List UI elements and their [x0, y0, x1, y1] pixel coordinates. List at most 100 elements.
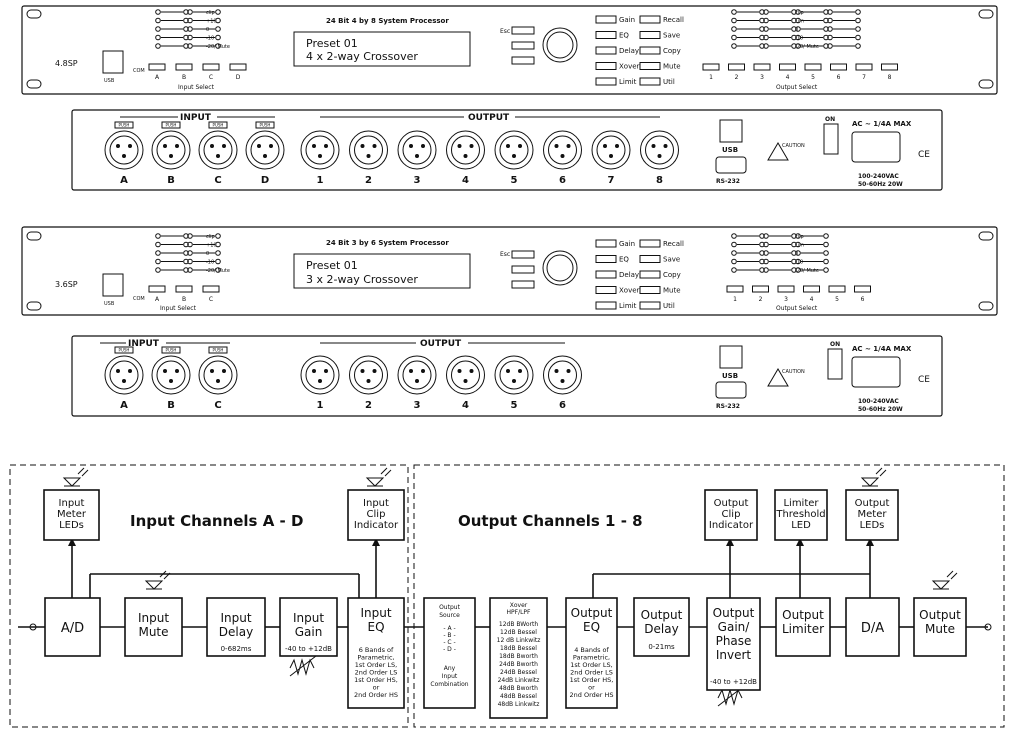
- esc-button[interactable]: [511, 250, 535, 259]
- connector-label: 3: [414, 175, 421, 186]
- xlr-connector[interactable]: [300, 355, 340, 395]
- data-wheel[interactable]: [542, 27, 578, 63]
- channel-select-button[interactable]: [202, 63, 220, 71]
- xlr-connector[interactable]: [151, 130, 191, 170]
- menu-button-xover[interactable]: [595, 62, 617, 70]
- menu-button-gain[interactable]: [595, 239, 617, 248]
- nav-button-2[interactable]: [511, 265, 535, 274]
- usb-b-port[interactable]: [719, 345, 743, 369]
- channel-select-button[interactable]: [830, 63, 847, 71]
- channel-select-button[interactable]: [175, 63, 193, 71]
- xlr-connector[interactable]: [640, 130, 679, 170]
- channel-select-button[interactable]: [753, 63, 771, 71]
- nav-button-3[interactable]: [511, 56, 535, 65]
- rs232-port[interactable]: [715, 381, 747, 399]
- xlr-connector[interactable]: [543, 130, 582, 170]
- xlr-connector[interactable]: [494, 355, 534, 395]
- rs232-port[interactable]: [715, 156, 747, 174]
- xlr-release-tab[interactable]: [114, 346, 134, 354]
- menu-button-delay[interactable]: [595, 46, 617, 55]
- xlr-connector[interactable]: [543, 355, 582, 395]
- channel-select-button[interactable]: [854, 285, 871, 293]
- usb-port[interactable]: [102, 50, 124, 74]
- xlr-connector[interactable]: [591, 130, 631, 170]
- channel-select-button[interactable]: [728, 63, 745, 71]
- data-wheel[interactable]: [542, 250, 578, 286]
- xlr-connector[interactable]: [198, 355, 238, 395]
- menu-label: Limit: [619, 78, 637, 86]
- xlr-release-tab[interactable]: [114, 121, 134, 129]
- channel-select-button[interactable]: [803, 285, 820, 293]
- nav-button-3[interactable]: [511, 280, 535, 289]
- xlr-connector[interactable]: [300, 130, 340, 170]
- channel-select-button[interactable]: [148, 285, 166, 293]
- xlr-connector[interactable]: [397, 130, 437, 170]
- menu-button-recall[interactable]: [639, 239, 661, 248]
- xlr-connector[interactable]: [151, 355, 191, 395]
- output-section-label: OUTPUT: [468, 113, 510, 123]
- menu-button-save[interactable]: [639, 255, 661, 263]
- xlr-connector[interactable]: [245, 130, 285, 170]
- menu-button-mute[interactable]: [639, 286, 661, 294]
- xlr-release-tab[interactable]: [161, 346, 181, 354]
- channel-select-button[interactable]: [752, 285, 769, 293]
- menu-button-xover[interactable]: [595, 286, 617, 294]
- menu-button-delay[interactable]: [595, 270, 617, 279]
- meter-led: [215, 258, 221, 265]
- model-label: 4.8SP: [55, 59, 78, 68]
- xlr-connector[interactable]: [397, 355, 437, 395]
- menu-button-limit[interactable]: [595, 301, 617, 310]
- channel-select-button[interactable]: [229, 63, 247, 71]
- channel-select-button[interactable]: [175, 285, 193, 293]
- xlr-connector[interactable]: [349, 130, 388, 170]
- menu-button-recall[interactable]: [639, 15, 661, 24]
- esc-button[interactable]: [511, 26, 535, 35]
- xlr-connector[interactable]: [349, 355, 388, 395]
- xlr-connector[interactable]: [446, 355, 485, 395]
- channel-select-button[interactable]: [777, 285, 795, 293]
- xlr-pin: [263, 154, 267, 158]
- menu-button-limit[interactable]: [595, 77, 617, 86]
- channel-label: 1: [733, 296, 737, 303]
- menu-button-mute[interactable]: [639, 62, 661, 70]
- xlr-socket-ring: [402, 135, 432, 165]
- xlr-connector[interactable]: [104, 130, 144, 170]
- usb-b-port[interactable]: [719, 119, 743, 143]
- menu-button-copy[interactable]: [639, 270, 661, 279]
- xlr-connector[interactable]: [494, 130, 534, 170]
- nav-button-2[interactable]: [511, 41, 535, 50]
- channel-select-button[interactable]: [779, 63, 796, 71]
- menu-button-eq[interactable]: [595, 255, 617, 263]
- xlr-connector[interactable]: [104, 355, 144, 395]
- iec-inlet[interactable]: [851, 356, 901, 388]
- menu-button-util[interactable]: [639, 301, 661, 310]
- menu-button-eq[interactable]: [595, 31, 617, 39]
- menu-button-util[interactable]: [639, 77, 661, 86]
- xlr-release-tab[interactable]: [208, 121, 228, 129]
- channel-select-button[interactable]: [702, 63, 720, 71]
- usb-port[interactable]: [102, 273, 124, 297]
- xlr-release-tab[interactable]: [255, 121, 275, 129]
- channel-select-button[interactable]: [881, 63, 898, 71]
- channel-select-button[interactable]: [828, 285, 846, 293]
- channel-select-button[interactable]: [855, 63, 873, 71]
- channel-select-button[interactable]: [202, 285, 220, 293]
- push-label: PUSH: [213, 348, 224, 353]
- meter-led: [187, 258, 193, 265]
- eq-description-line: Parametric,: [357, 654, 394, 662]
- xlr-release-tab[interactable]: [161, 121, 181, 129]
- channel-select-button[interactable]: [148, 63, 166, 71]
- xlr-connector[interactable]: [198, 130, 238, 170]
- channel-select-button[interactable]: [726, 285, 744, 293]
- power-switch[interactable]: [827, 348, 843, 380]
- meter-led: [823, 267, 829, 273]
- xlr-connector[interactable]: [446, 130, 485, 170]
- iec-inlet[interactable]: [851, 131, 901, 163]
- menu-button-gain[interactable]: [595, 15, 617, 24]
- power-switch[interactable]: [823, 123, 839, 155]
- channel-select-button[interactable]: [804, 63, 822, 71]
- xlr-release-tab[interactable]: [208, 346, 228, 354]
- meter-led: [183, 17, 189, 24]
- menu-button-save[interactable]: [639, 31, 661, 39]
- menu-button-copy[interactable]: [639, 46, 661, 55]
